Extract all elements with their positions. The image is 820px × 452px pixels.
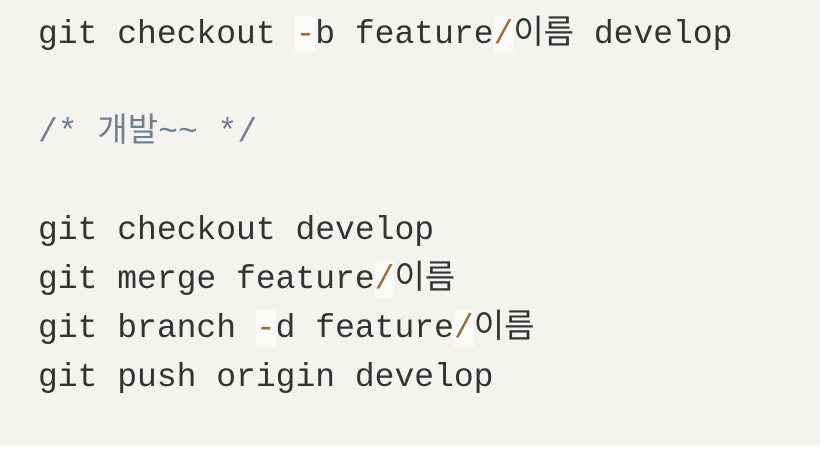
code-token-plain: 이름 develop [513,16,733,53]
code-token-operator: / [374,261,395,298]
code-token-plain: git checkout develop [38,212,435,249]
code-line-blank [38,59,804,108]
code-token-plain: d feature [275,310,454,347]
code-line-blank [38,157,804,206]
code-token-plain: git checkout [38,16,296,53]
code-token-plain: 이름 [473,310,535,347]
code-line: git branch -d feature/이름 [38,304,804,353]
code-line: git merge feature/이름 [38,255,804,304]
code-token-plain: git push origin develop [38,359,494,396]
code-line: git push origin develop [38,353,804,402]
code-token-plain: git branch [38,310,256,347]
code-token-operator: - [295,16,316,53]
code-line: git checkout -b feature/이름 develop [38,10,804,59]
code-line: git checkout develop [38,206,804,255]
code-token-operator: - [255,310,276,347]
code-token-plain: b feature [315,16,494,53]
code-token-operator: / [453,310,474,347]
code-token-plain: git merge feature [38,261,375,298]
code-token-plain: 이름 [394,261,456,298]
code-token-operator: / [493,16,514,53]
code-token-comment: /* 개발~~ */ [38,114,258,151]
code-line: /* 개발~~ */ [38,108,804,157]
